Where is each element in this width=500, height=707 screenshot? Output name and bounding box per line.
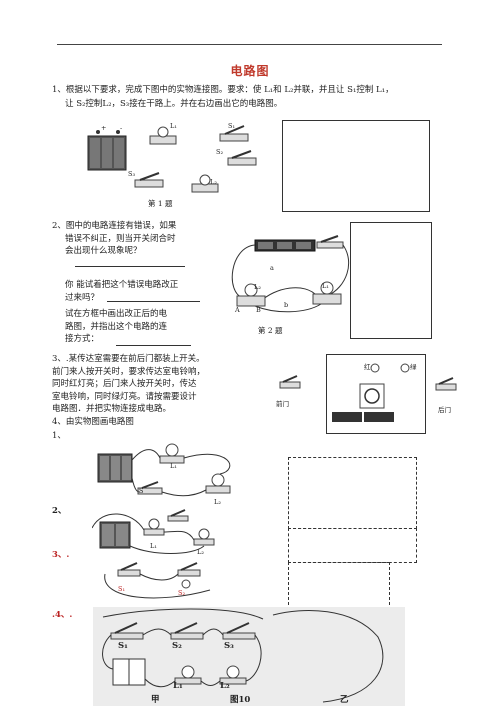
q2-line-8: 接方式： [65, 334, 100, 344]
q3-green-label: 绿 [410, 363, 417, 371]
q4-answer-box-1[interactable] [288, 457, 417, 529]
q3-front-door-label: 前门 [276, 400, 289, 408]
q1-figure [87, 125, 257, 193]
q2-b-label: b [284, 301, 289, 309]
fig10-l1-label: L₁ [173, 681, 183, 691]
q2-block-3: 试在方框中画出改正后的电 路图，并指出这个电路的连 接方式： [65, 308, 167, 346]
q3-line-2: 前门来人按开关时，要求传达室电铃响， [52, 366, 206, 377]
q3-back-door-label: 后门 [438, 406, 451, 414]
q1-minus-label: - [120, 124, 123, 132]
q4-item-4: .4、. [52, 610, 73, 620]
q2-line-7: 路图，并指出这个电路的连 [65, 321, 168, 332]
q4-fig-3 [104, 562, 211, 599]
q1-s3-label: S₃ [128, 170, 136, 178]
q3-figure-box [326, 354, 426, 434]
fig10-s2-label: S₂ [172, 641, 182, 651]
page-title: 电路图 [230, 64, 270, 78]
fig10-s3-label: S₃ [224, 641, 234, 651]
q2-a-label: a [270, 264, 274, 272]
q1-line-2: 让 S₂控制L₂，S₃接在干路上。并在右边画出它的电路图。 [65, 99, 283, 109]
q2-line-5: 过来吗？ [65, 292, 100, 303]
q4-3-s1-label: S₁ [118, 585, 126, 593]
q4-item-2: 2、 [52, 506, 67, 516]
q1-plus-label: + [101, 124, 107, 132]
q1-l2-label: L₂ [210, 178, 217, 186]
fig10-s1-label: S₁ [118, 641, 128, 651]
q4-item-1: 1、 [52, 431, 66, 441]
q2-answer-line-2[interactable] [107, 301, 200, 302]
q4-2-l1-label: L₁ [150, 542, 157, 550]
q2-line-6: 试在方框中画出改正后的电 [65, 309, 168, 319]
q2-block: 2、图中的电路连接有错误，如果 错误不纠正，则当开关闭合时 会出现什么现象呢？ [52, 220, 176, 258]
q3-red-label: 红 [364, 363, 371, 371]
q2-B-label: B [256, 306, 261, 314]
q4-3-s2-label: S₂ [178, 589, 186, 597]
q2-line-3: 会出现什么现象呢？ [65, 246, 142, 256]
q4-fig-2 [92, 509, 215, 554]
q4-heading: 4、由实物图画电路图 [52, 417, 134, 427]
q4-item-3: 3、. [52, 550, 70, 560]
q1-s1-label: S₁ [228, 122, 236, 130]
q1-answer-box[interactable] [282, 120, 430, 212]
q4-answer-box-2[interactable] [288, 528, 417, 563]
top-rule [57, 44, 442, 45]
q3-line-1: 3、.某传达室需要在前后门都装上开关。 [52, 354, 205, 364]
q4-fig-1 [97, 443, 231, 497]
q2-caption: 第 2 题 [258, 326, 283, 335]
q2-answer-box[interactable] [350, 222, 432, 339]
q3-line-3: 同时红灯亮；后门来人按开关时，传达 [52, 379, 197, 389]
q1-line-1: 1、根据以下要求，完成下图中的实物连接图。要求：使 L₁和 L₂并联，并且让 S… [52, 85, 394, 95]
q2-answer-line-1[interactable] [75, 266, 185, 267]
q4-1-s-label: S [139, 487, 144, 495]
q2-line-4: 你 能试着把这个错误电路改正 [65, 280, 179, 290]
q4-1-l1-label: L₁ [170, 462, 177, 470]
q2-answer-line-3[interactable] [116, 345, 191, 346]
q3-line-5: 电路图．并把实物连接成电路。 [52, 404, 172, 414]
q4-1-l2-label: L₂ [214, 498, 221, 506]
fig10-l2-label: L₂ [220, 681, 230, 691]
q3-line-4: 室电铃响，同时绿灯亮。请按需要设计 [52, 391, 197, 402]
q2-l1-label: L₁ [322, 282, 329, 290]
q4-2-l2-label: L₂ [197, 548, 204, 556]
fig10-right-label: 乙 [340, 695, 349, 705]
q2-line-1: 2、图中的电路连接有错误，如果 [52, 221, 177, 231]
q2-A-label: A [235, 306, 240, 314]
q3-figure [279, 363, 457, 422]
fig10-left-label: 甲 [151, 695, 160, 705]
fig10-caption: 图10 [230, 695, 251, 705]
q2-block-2: 你 能试着把这个错误电路改正 过来吗？ [65, 279, 178, 304]
q1-l1-label: L₁ [170, 122, 177, 130]
q1-s2-label: S₂ [216, 148, 224, 156]
q2-l2-label: L₂ [254, 283, 261, 291]
q2-figure [231, 235, 350, 313]
q1-caption: 第 1 题 [148, 199, 173, 208]
q3-block: 3、.某传达室需要在前后门都装上开关。 前门来人按开关时，要求传达室电铃响， 同… [52, 353, 205, 416]
q2-line-2: 错误不纠正，则当开关闭合时 [65, 233, 176, 244]
figure-10-diagram [102, 608, 384, 703]
